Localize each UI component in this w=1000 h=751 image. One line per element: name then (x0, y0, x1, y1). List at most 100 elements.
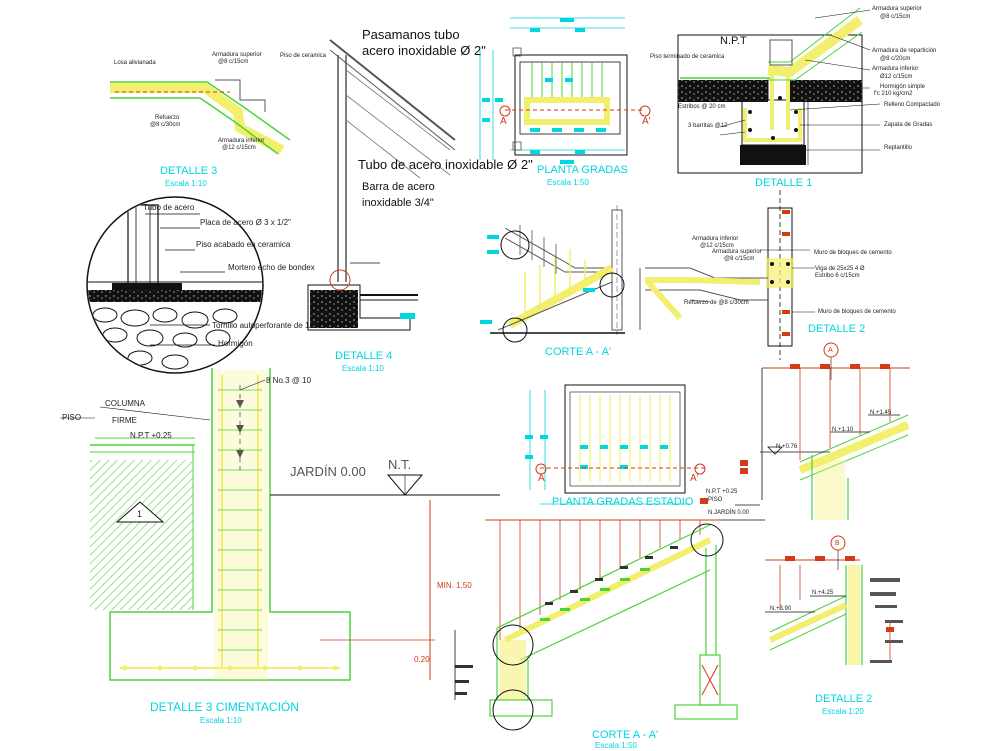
cut-mark-left (499, 105, 511, 117)
detalle1-armadura-superior: Armadura superior (872, 6, 922, 12)
detalle1-armadura-inferior-val: Ø12 c/15cm (880, 74, 913, 80)
cimentacion-barras: 8 No.3 @ 10 (266, 376, 312, 385)
cimentacion-firme: FIRME (112, 416, 137, 425)
detalle2-refuerzo: Refuerzo de @8 c/30cm (684, 300, 749, 306)
detalle-1-drawing (677, 7, 881, 174)
detalle4-placa-label: Placa de acero Ø 3 x 1/2" (200, 218, 291, 227)
detalle4-piso-label: Piso acabado en ceramica (196, 240, 291, 249)
cimentacion-marker-1: 1 (137, 509, 143, 519)
corte-estadio-jardin: N.JARDÍN 0.00 (708, 510, 750, 516)
detalle2-armadura-superior: Armadura superior (712, 249, 762, 255)
planta-gradas-drawing (479, 17, 645, 164)
detalle2-viga: Viga de 25x25 4 Ø (815, 266, 865, 272)
detalle-2-drawing (639, 190, 815, 360)
detalle-estadio-axis: A (828, 347, 833, 354)
corte-aa-title: CORTE A - A' (545, 346, 612, 358)
detalle4-scale: Escala 1:10 (342, 364, 384, 373)
detalle-4-drawing (86, 196, 418, 374)
detalle3-losa-label: Losa alivianada (114, 60, 156, 66)
planta-gradas-title: PLANTA GRADAS (537, 164, 628, 176)
detalle2-armadura-inferior: Armadura inferior (692, 236, 739, 242)
detalle1-piso-terminado: Piso terminado de ceramica (650, 54, 725, 60)
planta-gradas-cut-right: A' (642, 116, 651, 127)
detalle4-mortero-label: Mortero echo de bondex (228, 263, 315, 272)
detalle3-armadura-superior-label: Armadura superior (212, 52, 262, 58)
detalle3-refuerzo-value: @8 c/30cm (150, 122, 181, 128)
cimentacion-drawing (60, 368, 500, 681)
detalle2b-n390: N.+3.90 (770, 606, 792, 612)
corte-estadio-piso: PISO (708, 497, 723, 503)
detalle1-relleno: Relleno Compactado (884, 102, 941, 108)
detalle1-hormigon-simple: Hormigón simple (880, 84, 926, 90)
planta-gradas-scale: Escala 1:50 (547, 178, 589, 187)
detalle-estadio-n145: N.+1.45 (870, 410, 892, 416)
detalle4-hormigon-label: Hormigón (218, 339, 253, 348)
detalle3-armadura-inferior-value: @12 c/15cm (222, 145, 256, 151)
railing-pasamanos-line2: acero inoxidable Ø 2" (362, 43, 486, 58)
cimentacion-columna: COLUMNA (105, 399, 146, 408)
detalle3-refuerzo-label: Refuerzo (155, 115, 180, 121)
detalle1-title: DETALLE 1 (755, 177, 813, 189)
detalle2b-title: DETALLE 2 (815, 693, 873, 705)
detalle2b-axis: B (835, 540, 840, 547)
railing-barra-line2: inoxidable 3/4" (362, 197, 434, 209)
detalle-3-drawing (110, 79, 291, 155)
detalle2-muro-2: Muro de bloques de cemento (818, 309, 896, 315)
detalle-2b-drawing (765, 548, 903, 665)
cimentacion-min: MIN. 1.50 (437, 581, 472, 590)
detalle1-barritas: 3 barritas @12 (688, 123, 728, 129)
corte-estadio-title: CORTE A - A' (592, 729, 659, 741)
planta-gradas-cut-left: A (500, 116, 507, 127)
railing-pasamanos-line1: Pasamanos tubo (362, 27, 460, 42)
detalle1-armadura-inferior: Armadura inferior (872, 66, 919, 72)
railing-tubo-label: Tubo de acero inoxidable Ø 2" (358, 157, 533, 172)
corte-estadio-scale: Escala 1:50 (595, 741, 637, 750)
planta-estadio-cut-left: A (538, 473, 545, 484)
planta-estadio-cut-right: A' (690, 473, 699, 484)
detalle3-scale: Escala 1:10 (165, 179, 207, 188)
planta-estadio-drawing (525, 384, 705, 505)
corte-aa-drawing (480, 205, 625, 343)
cut-mark-right (639, 105, 651, 117)
detalle1-armadura-reparticion: Armadura de repartición (872, 48, 937, 54)
planta-estadio-title: PLANTA GRADAS ESTADIO (552, 496, 694, 508)
corte-estadio-drawing (454, 498, 765, 731)
detalle1-armadura-superior-val: @8 c/15cm (880, 14, 911, 20)
cut-mark-estadio-right (694, 463, 706, 475)
detalle4-tubo-label: Tubo de acero (143, 203, 195, 212)
detalle2-armadura-superior-val: @8 c/15cm (724, 256, 755, 262)
detalle2-title: DETALLE 2 (808, 323, 866, 335)
detalle3-piso-ceramica-label: Piso de ceramica (280, 53, 327, 59)
detalle1-hormigon-simple-val: f'c 210 kg/cm2 (874, 91, 913, 97)
detalle2-armadura-inferior-val: @12 c/15cm (700, 243, 734, 249)
cimentacion-jardin: JARDÍN 0.00 (290, 464, 366, 479)
axis-a-marker (823, 342, 839, 358)
detalle-estadio-n076: N.+0.76 (776, 444, 798, 450)
detalle2-muro-1: Muro de bloques de cemento (814, 250, 892, 256)
cimentacion-nt: N.T. (388, 457, 412, 472)
cimentacion-title: DETALLE 3 CIMENTACIÓN (150, 700, 299, 714)
axis-b-marker (830, 535, 846, 551)
detalle2b-scale: Escala 1:20 (822, 707, 864, 716)
cut-mark-estadio-left (535, 463, 547, 475)
detalle-estadio-n110: N.+1.10 (832, 427, 854, 433)
detalle3-armadura-superior-value: @8 c/15cm (218, 59, 249, 65)
cimentacion-npt: N.P.T +0.25 (130, 431, 172, 440)
cimentacion-dim: 0.20 (414, 655, 430, 664)
detalle1-estribo: Estribos @ 20 cm (678, 104, 726, 110)
cimentacion-piso: PISO (62, 413, 82, 422)
detalle4-title: DETALLE 4 (335, 350, 393, 362)
detalle-estadio-drawing (740, 357, 910, 520)
detalle1-armadura-reparticion-val: @8 c/20cm (880, 56, 911, 62)
detalle1-npt: N.P.T (720, 35, 747, 47)
railing-drawing (329, 39, 456, 282)
railing-barra-line1: Barra de acero (362, 181, 435, 193)
detalle4-tornillo-label: Tornillo autoperforante de 1/2" (212, 321, 319, 330)
corte-estadio-npt: N.P.T +0.25 (706, 489, 738, 495)
detalle3-title: DETALLE 3 (160, 165, 218, 177)
detalle1-replantillo: Replantillo (884, 145, 913, 151)
cimentacion-scale: Escala 1:10 (200, 716, 242, 725)
detalle2-viga-val: Estribo 6 c/15cm (815, 273, 860, 279)
detalle3-armadura-inferior-label: Armadura inferior (218, 138, 265, 144)
